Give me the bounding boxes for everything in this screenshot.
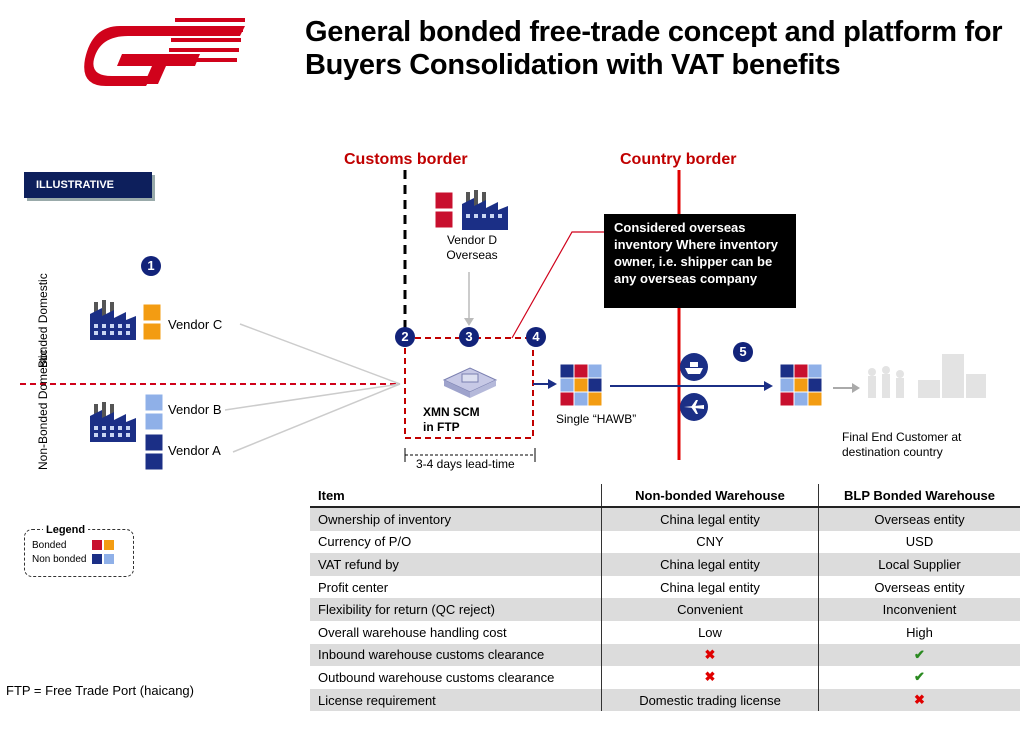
- warehouse-platform-icon: [442, 367, 498, 398]
- overseas-inventory-callout: Considered overseas inventory Where inve…: [604, 214, 796, 308]
- factory-icon: [462, 190, 508, 230]
- step-3-badge: 3: [459, 327, 479, 347]
- table-cell: China legal entity: [601, 553, 819, 576]
- legend-bonded-label: Bonded: [32, 540, 67, 551]
- legend-non-bonded-label: Non bonded: [32, 554, 87, 565]
- table-row: Currency of P/O CNY USD: [310, 530, 1020, 554]
- step-4-badge: 4: [526, 327, 546, 347]
- page-title: General bonded free-trade concept and pl…: [305, 16, 1003, 81]
- footnote: FTP = Free Trade Port (haicang): [6, 683, 194, 698]
- table-cell: Flexibility for return (QC reject): [310, 598, 602, 621]
- table-header-bonded: BLP Bonded Warehouse: [818, 484, 1020, 508]
- cross-icon: ✖: [601, 643, 819, 667]
- table-cell: Profit center: [318, 579, 389, 595]
- vendor-a-label: Vendor A: [168, 443, 221, 458]
- table-header-non-bonded: Non-bonded Warehouse: [601, 484, 819, 508]
- bonded-box-icon: [434, 191, 454, 229]
- table-cell: Inconvenient: [818, 598, 1020, 621]
- table-cell: China legal entity: [601, 507, 819, 531]
- table-cell: Domestic trading license: [601, 688, 819, 712]
- step-2-badge: 2: [395, 327, 415, 347]
- table-cell: USD: [818, 530, 1020, 554]
- table-row: License requirement Domestic trading lic…: [310, 688, 1020, 712]
- table-cell: Convenient: [601, 598, 819, 621]
- legend-non-bonded-swatch: [92, 554, 114, 564]
- step-1-badge: 1: [141, 256, 161, 276]
- table-cell: Overseas entity: [818, 575, 1020, 599]
- consolidated-cargo-icon: [559, 363, 603, 407]
- table-header-item: Item: [310, 484, 602, 508]
- country-border-label: Country border: [620, 151, 737, 168]
- table-row: VAT refund by China legal entity Local S…: [310, 553, 1020, 576]
- table-cell: Ownership of inventory: [310, 507, 602, 531]
- table-cell: CNY: [601, 530, 819, 554]
- legend-bonded-swatch: [92, 540, 114, 550]
- hub-location: in FTP: [423, 420, 460, 434]
- table-row: Inbound warehouse customs clearance ✖ ✔: [310, 643, 1020, 667]
- table-cell: License requirement: [310, 688, 602, 712]
- ship-icon: [680, 353, 708, 381]
- non-bonded-box-icon: [144, 393, 164, 431]
- destination-city-icon: [868, 354, 986, 398]
- company-logo: [84, 18, 246, 86]
- table-cell: Currency of P/O: [318, 534, 412, 550]
- legend: Legend Bonded Non bonded: [24, 524, 134, 577]
- lead-time-label: 3-4 days lead-time: [416, 457, 515, 471]
- comparison-table: Item Non-bonded Warehouse BLP Bonded War…: [310, 484, 1020, 712]
- table-row: Flexibility for return (QC reject) Conve…: [310, 598, 1020, 621]
- step-5-badge: 5: [733, 342, 753, 362]
- factory-icon: [90, 300, 136, 340]
- hawb-label: Single “HAWB”: [556, 412, 637, 426]
- table-cell: VAT refund by: [310, 553, 602, 576]
- check-icon: ✔: [818, 666, 1020, 689]
- final-customer-label: Final End Customer at destination countr…: [842, 430, 962, 459]
- legend-title: Legend: [43, 524, 89, 536]
- table-cell: Overall warehouse handling cost: [318, 624, 507, 640]
- table-row: Outbound warehouse customs clearance ✖ ✔: [310, 666, 1020, 689]
- flow-diagram: [20, 170, 860, 462]
- hub-name: XMN SCM: [423, 405, 480, 419]
- table-row: Overall warehouse handling cost Low High: [310, 620, 1020, 644]
- table-cell: High: [818, 620, 1020, 644]
- plane-icon: [680, 393, 708, 421]
- vendor-b-label: Vendor B: [168, 402, 222, 417]
- consolidated-cargo-icon: [779, 363, 823, 407]
- table-row: Ownership of inventory China legal entit…: [310, 507, 1020, 531]
- non-bonded-domestic-label: Non-Bonded Domestic: [36, 349, 50, 470]
- cross-icon: ✖: [818, 688, 1020, 712]
- table-row: Profit center China legal entity Oversea…: [310, 575, 1020, 599]
- cross-icon: ✖: [601, 666, 819, 689]
- table-cell: Low: [601, 620, 819, 644]
- illustrative-badge: ILLUSTRATIVE: [24, 172, 152, 198]
- check-icon: ✔: [818, 643, 1020, 667]
- vendor-c-label: Vendor C: [168, 317, 223, 332]
- table-cell: China legal entity: [601, 575, 819, 599]
- customs-border-label: Customs border: [344, 151, 468, 168]
- bonded-box-icon: [142, 303, 162, 341]
- factory-icon: [90, 402, 136, 442]
- table-cell: Overseas entity: [818, 507, 1020, 531]
- table-cell: Inbound warehouse customs clearance: [310, 643, 602, 667]
- table-cell: Outbound warehouse customs clearance: [318, 669, 555, 685]
- vendor-d-label: Vendor D Overseas: [446, 233, 498, 262]
- non-bonded-box-icon: [144, 433, 164, 471]
- table-cell: Local Supplier: [818, 553, 1020, 576]
- table-header-row: Item Non-bonded Warehouse BLP Bonded War…: [310, 484, 1020, 508]
